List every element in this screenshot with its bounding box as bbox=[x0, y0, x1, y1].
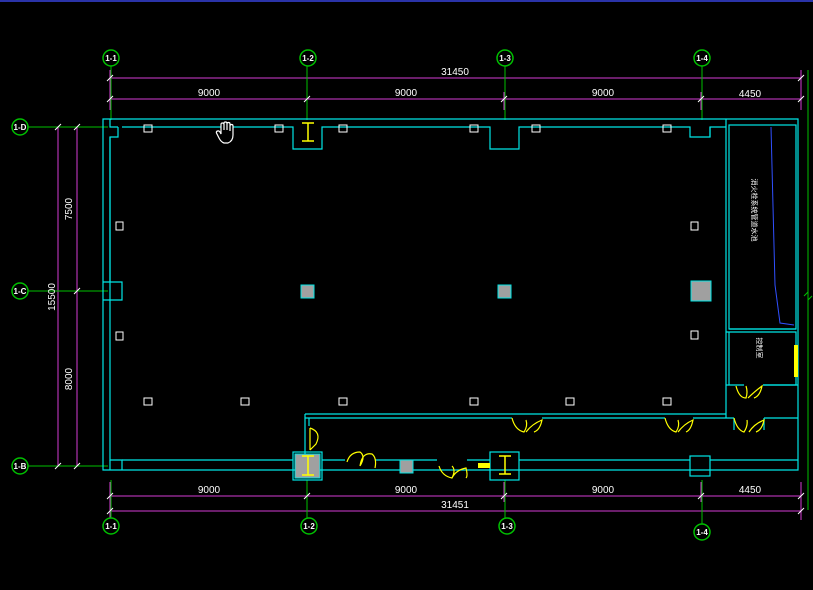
axis-bubble-bottom-4: 1-4 bbox=[693, 523, 711, 541]
room-label-water-tank: 消火栓系统管道水池 bbox=[750, 179, 759, 242]
svg-text:1-2: 1-2 bbox=[303, 522, 315, 531]
room-label-control-room: 控制室 bbox=[755, 338, 764, 359]
svg-text:1-C: 1-C bbox=[14, 287, 27, 296]
svg-text:1-D: 1-D bbox=[14, 123, 27, 132]
svg-text:1-3: 1-3 bbox=[499, 54, 511, 63]
bottom-span-dimension-2: 9000 bbox=[395, 485, 418, 496]
svg-text:1-2: 1-2 bbox=[302, 54, 314, 63]
left-total-dimension: 15500 bbox=[47, 283, 58, 311]
axis-bubble-left-1: 1-D bbox=[11, 118, 29, 136]
break-line-symbol bbox=[803, 290, 813, 302]
axis-bubble-bottom-2: 1-2 bbox=[300, 517, 318, 535]
top-span-dimension-2: 9000 bbox=[395, 88, 418, 99]
hand-cursor-icon bbox=[215, 121, 234, 144]
bottom-span-dimension-3: 9000 bbox=[592, 485, 615, 496]
axis-bubble-top-4: 1-4 bbox=[693, 49, 711, 67]
bottom-total-dimension: 31451 bbox=[441, 500, 469, 511]
top-span-dimension-3: 9000 bbox=[592, 88, 615, 99]
bottom-span-dimension-1: 9000 bbox=[198, 485, 221, 496]
axis-bubble-left-2: 1-C bbox=[11, 282, 29, 300]
axis-bubbles: 1-1 1-2 1-3 1-4 1-1 1-2 1-3 1-4 1-D 1-C … bbox=[11, 49, 711, 541]
i-beam-symbols bbox=[302, 122, 511, 476]
control-room-door bbox=[794, 345, 798, 377]
dimension-lines bbox=[30, 70, 802, 520]
dimension-ticks bbox=[54, 74, 805, 515]
axis-bubble-bottom-1: 1-1 bbox=[102, 517, 120, 535]
svg-text:1-3: 1-3 bbox=[501, 522, 513, 531]
svg-text:1-1: 1-1 bbox=[105, 522, 117, 531]
tank-profile-line bbox=[770, 126, 795, 326]
structural-columns bbox=[294, 280, 712, 479]
window-marker bbox=[478, 463, 490, 468]
axis-bubble-top-1: 1-1 bbox=[102, 49, 120, 67]
axis-bubble-left-3: 1-B bbox=[11, 457, 29, 475]
top-span-dimension-1: 9000 bbox=[198, 88, 221, 99]
axis-bubble-top-3: 1-3 bbox=[496, 49, 514, 67]
axis-leaders bbox=[28, 66, 809, 524]
svg-text:1-B: 1-B bbox=[14, 462, 27, 471]
left-span-dimension-1: 7500 bbox=[64, 197, 75, 220]
svg-text:1-4: 1-4 bbox=[696, 528, 708, 537]
bottom-span-dimension-4: 4450 bbox=[739, 485, 762, 496]
top-span-dimension-4: 4450 bbox=[739, 89, 762, 100]
svg-text:1-1: 1-1 bbox=[105, 54, 117, 63]
axis-bubble-bottom-3: 1-3 bbox=[498, 517, 516, 535]
window-top-edge bbox=[0, 0, 813, 2]
left-span-dimension-2: 8000 bbox=[64, 367, 75, 390]
axis-bubble-top-2: 1-2 bbox=[299, 49, 317, 67]
column-markers bbox=[115, 124, 699, 406]
door-symbols[interactable] bbox=[309, 384, 765, 479]
top-total-dimension: 31450 bbox=[441, 67, 469, 78]
svg-text:1-4: 1-4 bbox=[696, 54, 708, 63]
